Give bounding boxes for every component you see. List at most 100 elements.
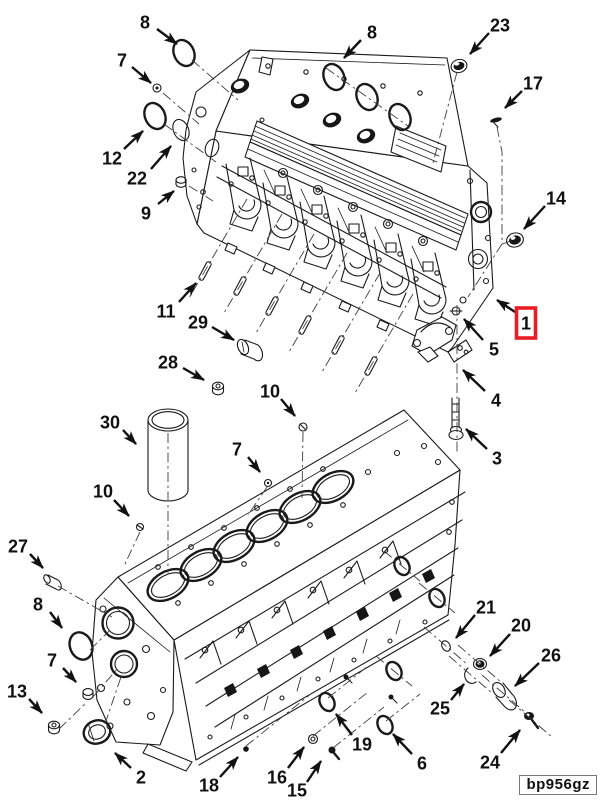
callout-19[interactable]: 19: [335, 713, 372, 755]
callout-14[interactable]: 14: [523, 189, 566, 230]
callout-arrow: [463, 318, 484, 341]
callout-arrow: [504, 90, 523, 109]
callout-number: 23: [490, 16, 510, 36]
callout-15[interactable]: 15: [287, 760, 322, 800]
callout-number: 10: [93, 482, 113, 502]
callout-arrow: [113, 499, 130, 517]
callout-arrow: [306, 760, 322, 783]
callout-number: 30: [100, 413, 120, 433]
callout-10[interactable]: 10: [93, 482, 130, 517]
callout-23[interactable]: 23: [469, 16, 510, 55]
callout-number: 8: [33, 595, 43, 615]
side-slots: [224, 569, 435, 697]
deck-bolt-holes: [155, 442, 442, 606]
callout-1[interactable]: 1: [496, 299, 538, 340]
callout-8[interactable]: 8: [33, 595, 63, 629]
screw-part: [328, 746, 341, 761]
callout-2[interactable]: 2: [114, 752, 146, 788]
callout-number: 11: [156, 302, 175, 322]
callout-3[interactable]: 3: [465, 428, 502, 469]
callout-arrow: [489, 633, 511, 657]
hex-nut-part: [175, 176, 187, 188]
callout-21[interactable]: 21: [455, 598, 496, 639]
highlight-box: [514, 306, 538, 340]
callout-arrow: [500, 729, 521, 754]
screw-part: [135, 522, 145, 532]
callout-20[interactable]: 20: [489, 616, 531, 657]
callout-10[interactable]: 10: [260, 382, 296, 417]
callout-30[interactable]: 30: [100, 413, 137, 445]
callout-18[interactable]: 18: [199, 756, 239, 796]
callout-arrow: [523, 205, 546, 230]
callout-number: 7: [47, 651, 57, 671]
callout-4[interactable]: 4: [462, 369, 501, 411]
callout-9[interactable]: 9: [141, 190, 175, 224]
callout-arrow: [514, 662, 540, 687]
leader-lines: [57, 59, 554, 749]
o-ring-part: [393, 555, 411, 577]
callout-number: 9: [141, 204, 151, 224]
callout-arrow: [123, 130, 144, 150]
callout-27[interactable]: 27: [8, 537, 44, 569]
callout-17[interactable]: 17: [504, 74, 543, 109]
callout-12[interactable]: 12: [102, 130, 144, 169]
lower-cylinder-block-drawing: [91, 409, 466, 772]
callout-7[interactable]: 7: [47, 651, 77, 683]
callout-8[interactable]: 8: [343, 23, 377, 59]
callout-number: 10: [260, 382, 280, 402]
callout-arrow: [114, 752, 132, 769]
bushing-part: [236, 338, 264, 362]
drawing-code-badge: bp956gz: [519, 775, 597, 795]
callout-26[interactable]: 26: [514, 646, 561, 687]
callout-6[interactable]: 6: [392, 733, 427, 774]
callout-number: 19: [352, 735, 372, 755]
callout-arrow: [62, 667, 77, 683]
callout-5[interactable]: 5: [463, 318, 499, 360]
o-ring-part: [385, 660, 403, 682]
callout-arrow: [219, 756, 239, 778]
callout-arrow: [465, 428, 488, 450]
callout-arrow: [150, 145, 172, 170]
callout-22[interactable]: 22: [127, 145, 172, 189]
callout-8[interactable]: 8: [140, 13, 178, 45]
callout-25[interactable]: 25: [430, 683, 465, 719]
callout-arrow: [455, 614, 476, 639]
callout-number: 29: [188, 313, 208, 333]
callout-arrow: [182, 366, 205, 382]
callout-number: 4: [491, 391, 501, 411]
callout-number: 8: [367, 23, 377, 43]
callout-29[interactable]: 29: [188, 313, 235, 342]
callout-number: 22: [127, 169, 147, 189]
callout-arrow: [450, 683, 465, 701]
callout-13[interactable]: 13: [7, 682, 43, 714]
callout-28[interactable]: 28: [158, 353, 205, 382]
callout-number: 24: [480, 753, 500, 773]
plug-part: [263, 478, 273, 488]
callout-number: 7: [117, 51, 127, 71]
callout-11[interactable]: 11: [156, 282, 197, 322]
callout-arrow: [157, 190, 175, 205]
plug-part: [152, 83, 162, 93]
o-ring-part: [172, 38, 196, 68]
callout-number: 20: [511, 616, 531, 636]
callout-16[interactable]: 16: [267, 746, 305, 788]
dowel-part: [490, 117, 502, 128]
callout-7[interactable]: 7: [232, 440, 261, 473]
cylinder-bores: [146, 469, 355, 603]
callout-number: 25: [430, 699, 450, 719]
callout-arrow: [392, 733, 413, 755]
callout-number: 3: [492, 449, 502, 469]
callout-arrow: [280, 398, 296, 417]
flywheel-housing-face: [447, 169, 493, 363]
drawing-code-text: bp956gz: [526, 776, 590, 793]
callout-24[interactable]: 24: [480, 729, 521, 773]
callout-arrow: [469, 32, 490, 55]
callout-arrow: [287, 746, 305, 769]
callout-number: 8: [140, 13, 150, 33]
bolt-bosses: [277, 167, 429, 247]
callout-7[interactable]: 7: [117, 51, 152, 84]
callout-number: 12: [102, 149, 122, 169]
cup-plug-part: [450, 58, 468, 74]
